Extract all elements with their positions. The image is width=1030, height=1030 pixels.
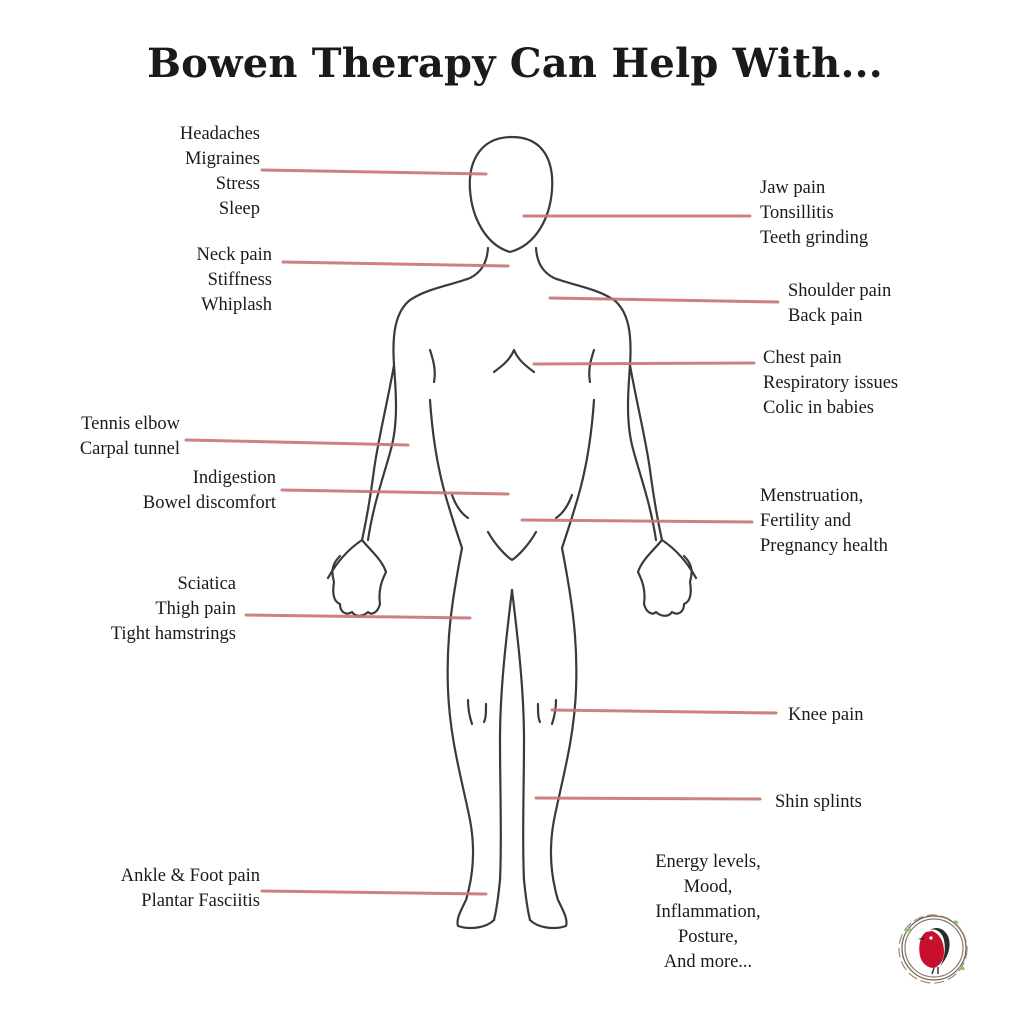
label-line: Shin splints [775, 792, 862, 812]
label-line: Shoulder pain [788, 281, 892, 301]
pointer-pelvis [520, 518, 754, 524]
pointer-gut [280, 488, 510, 496]
page-title: Bowen Therapy Can Help With... [147, 40, 883, 87]
label-line: Tight hamstrings [110, 624, 236, 644]
label-line: Fertility and [760, 511, 851, 531]
label-shoulder: Shoulder pain Back pain [788, 279, 891, 329]
torso-left-outline [366, 246, 490, 542]
label-line: Stiffness [207, 270, 272, 290]
label-knee: Knee pain [788, 703, 864, 728]
armpit-left [428, 348, 436, 384]
armpit-right [588, 348, 596, 384]
label-gut: Indigestion Bowel discomfort [96, 466, 276, 516]
label-elbow: Tennis elbow Carpal tunnel [40, 412, 180, 462]
label-line: Energy levels, [655, 852, 761, 872]
label-line: Bowel discomfort [142, 493, 276, 513]
label-line: Colic in babies [763, 398, 874, 418]
label-neck: Neck pain Stiffness Whiplash [150, 243, 272, 318]
pointer-neck [281, 260, 510, 268]
torso-side-left [428, 398, 464, 550]
left-leg-inner [492, 588, 514, 922]
pointer-head [260, 168, 488, 176]
pointer-shin [534, 796, 762, 801]
label-line: Menstruation, [760, 486, 864, 506]
pointer-chest [532, 361, 756, 366]
label-line: Whiplash [201, 295, 272, 315]
label-line: Thigh pain [155, 599, 236, 619]
left-leg-outline [446, 546, 496, 930]
robin-bird-wreath-icon [898, 914, 968, 984]
label-head: Headaches Migraines Stress Sleep [140, 122, 260, 222]
label-line: Posture, [677, 927, 739, 947]
label-line: Pregnancy health [760, 536, 888, 556]
pointer-knee [550, 708, 778, 715]
right-leg-inner [510, 588, 532, 922]
torso-side-right [560, 398, 596, 550]
label-line: Plantar Fasciitis [141, 891, 260, 911]
label-line: Indigestion [192, 468, 276, 488]
pointer-ankle [260, 889, 488, 896]
label-line: Ankle & Foot pain [120, 866, 260, 886]
label-jaw: Jaw pain Tonsillitis Teeth grinding [760, 176, 868, 251]
label-line: Inflammation, [655, 902, 761, 922]
torso-right-outline [534, 246, 658, 542]
pointer-thigh [244, 613, 472, 620]
label-line: Neck pain [196, 245, 272, 265]
right-hand-outline [636, 538, 698, 617]
label-general: Energy levels, Mood, Inflammation, Postu… [628, 850, 788, 975]
hip-right [554, 493, 574, 520]
pointer-shoulder [548, 296, 780, 304]
knee-right-detail [536, 698, 558, 726]
label-line: Carpal tunnel [79, 439, 180, 459]
label-line: Back pain [788, 306, 863, 326]
right-leg-outline [528, 546, 578, 930]
label-line: And more... [663, 952, 753, 972]
label-line: Migraines [184, 149, 260, 169]
label-line: Respiratory issues [763, 373, 899, 393]
label-shin: Shin splints [775, 790, 862, 815]
label-line: Sciatica [177, 574, 236, 594]
left-arm-outline [360, 363, 396, 542]
label-line: Sleep [218, 199, 260, 219]
label-pelvis: Menstruation, Fertility and Pregnancy he… [760, 484, 888, 559]
knee-left-detail [466, 698, 488, 726]
label-line: Mood, [683, 877, 733, 897]
label-line: Tonsillitis [760, 203, 834, 223]
label-thigh: Sciatica Thigh pain Tight hamstrings [60, 572, 236, 647]
label-chest: Chest pain Respiratory issues Colic in b… [763, 346, 898, 421]
hip-left [450, 493, 470, 520]
label-line: Stress [215, 174, 260, 194]
groin-detail [486, 530, 538, 562]
label-line: Chest pain [763, 348, 842, 368]
left-hand-outline [326, 538, 388, 617]
label-line: Teeth grinding [760, 228, 869, 248]
label-line: Knee pain [788, 705, 864, 725]
label-line: Tennis elbow [81, 414, 180, 434]
head-outline [468, 135, 554, 254]
label-line: Jaw pain [760, 178, 826, 198]
chest-detail [492, 348, 536, 374]
label-line: Headaches [179, 124, 260, 144]
label-ankle: Ankle & Foot pain Plantar Fasciitis [60, 864, 260, 914]
pointer-elbow [184, 438, 410, 447]
